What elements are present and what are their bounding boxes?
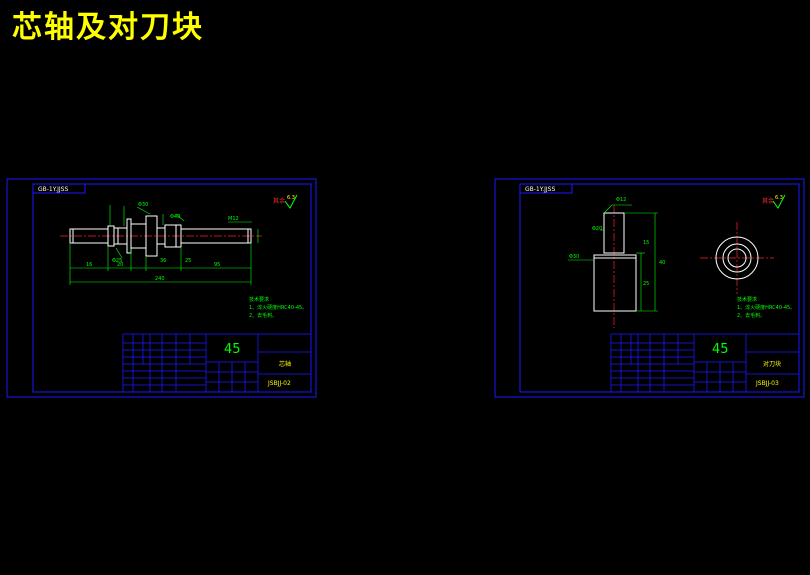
dim-thread: M12 bbox=[228, 216, 239, 222]
dim-dia-30: Φ30 bbox=[569, 254, 579, 260]
roughness-symbol bbox=[284, 194, 298, 209]
dim-dia-40: Φ40 bbox=[170, 214, 180, 220]
tech-note-2: 2、去毛刺。 bbox=[249, 312, 277, 319]
corner-tag-box bbox=[519, 183, 573, 194]
dim-length-36: 36 bbox=[160, 258, 166, 264]
dim-dia-30: Φ30 bbox=[138, 202, 148, 208]
tech-note-1: 1、淬火硬度HRC40-45。 bbox=[249, 304, 307, 311]
material: 45 bbox=[224, 342, 241, 357]
tool-block-front-view bbox=[593, 212, 637, 312]
drawing-sheet-mandrel: GB-1Y.JJSS 其余 6.3 bbox=[6, 178, 317, 398]
drawing-number: JSBJJ-02 bbox=[267, 380, 291, 387]
dim-height-15: 15 bbox=[643, 240, 649, 246]
tech-note-1: 1、淬火硬度HRC40-45。 bbox=[737, 304, 795, 311]
tech-note-2: 2、去毛刺。 bbox=[737, 312, 765, 319]
drawing-sheet-tool-block: GB-1Y.JJSS 其余 6.3 Φ12 Φ30 Φ20 40 15 25 bbox=[494, 178, 805, 398]
dim-height-25: 25 bbox=[643, 281, 649, 287]
inner-frame bbox=[519, 183, 800, 393]
roughness-note: 其余 bbox=[762, 197, 774, 205]
tool-block-top-view bbox=[700, 222, 774, 294]
title-block bbox=[122, 333, 312, 393]
mandrel-dimension-lines bbox=[69, 205, 259, 285]
outer-frame bbox=[494, 178, 805, 398]
dim-length-95: 95 bbox=[214, 262, 220, 268]
tech-notes-heading: 技术要求 bbox=[249, 296, 269, 303]
tool-block-dimension-lines bbox=[568, 204, 658, 312]
title-block bbox=[610, 333, 800, 393]
part-name: 对刀块 bbox=[763, 360, 781, 368]
mandrel-part bbox=[69, 215, 252, 257]
material: 45 bbox=[712, 342, 729, 357]
dim-dia-25: Φ25 bbox=[112, 258, 122, 264]
dim-height-40: 40 bbox=[659, 260, 665, 266]
roughness-symbol bbox=[772, 194, 786, 209]
tech-notes: 技术要求 1、淬火硬度HRC40-45。 2、去毛刺。 bbox=[249, 296, 307, 319]
corner-tag: GB-1Y.JJSS bbox=[525, 186, 555, 193]
dim-overall-length: 240 bbox=[155, 276, 165, 282]
tech-notes-heading: 技术要求 bbox=[737, 296, 757, 303]
mandrel-dimension-texts: 240 95 16 20 25 36 Φ30 M12 Φ25 Φ40 bbox=[86, 202, 239, 282]
dim-length-16: 16 bbox=[86, 262, 92, 268]
tool-block-dimension-texts: Φ12 Φ30 Φ20 40 15 25 bbox=[569, 197, 665, 287]
corner-tag-box bbox=[32, 183, 86, 194]
roughness-note: 其余 bbox=[273, 197, 285, 205]
dim-dia-20: Φ20 bbox=[592, 226, 602, 232]
dim-length-25: 25 bbox=[185, 258, 191, 264]
outer-frame bbox=[6, 178, 317, 398]
roughness-value: 6.3 bbox=[775, 195, 783, 201]
tech-notes: 技术要求 1、淬火硬度HRC40-45。 2、去毛刺。 bbox=[737, 296, 795, 319]
part-name: 芯轴 bbox=[279, 360, 291, 368]
page-title: 芯轴及对刀块 bbox=[12, 10, 204, 45]
drawing-number: JSBJJ-03 bbox=[755, 380, 779, 387]
roughness-value: 6.3 bbox=[287, 195, 295, 201]
corner-tag: GB-1Y.JJSS bbox=[38, 186, 68, 193]
dim-dia-12: Φ12 bbox=[616, 197, 626, 203]
dim-length-20: 20 bbox=[117, 262, 123, 268]
